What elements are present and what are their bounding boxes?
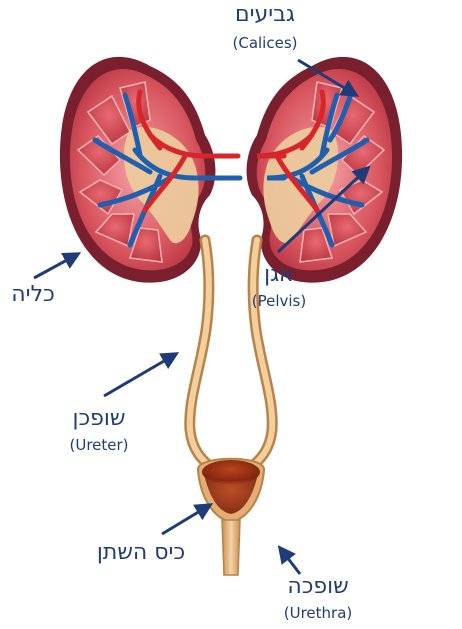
kidney-arrow xyxy=(34,254,78,278)
urethra-arrow xyxy=(280,548,300,574)
urethra-english-label: (Urethra) xyxy=(258,604,378,622)
bladder-arrow xyxy=(162,505,210,534)
ureter-arrow xyxy=(104,354,176,396)
pelvis-label: אגן xyxy=(244,262,314,287)
ureter-label: שופכן xyxy=(44,406,154,431)
urethra xyxy=(222,520,240,575)
calices-label: גביעים xyxy=(225,2,305,27)
pelvis-english-label: (Pelvis) xyxy=(232,292,326,310)
right-kidney xyxy=(247,57,403,283)
bladder-label: כיס השתן xyxy=(86,540,196,565)
bladder xyxy=(198,459,264,522)
left-kidney xyxy=(60,57,240,283)
ureter-english-label: (Ureter) xyxy=(44,436,154,454)
calices-english-label: (Calices) xyxy=(214,34,316,52)
kidney-label: כליה xyxy=(4,282,62,307)
urethra-label: שופכה xyxy=(258,574,378,599)
